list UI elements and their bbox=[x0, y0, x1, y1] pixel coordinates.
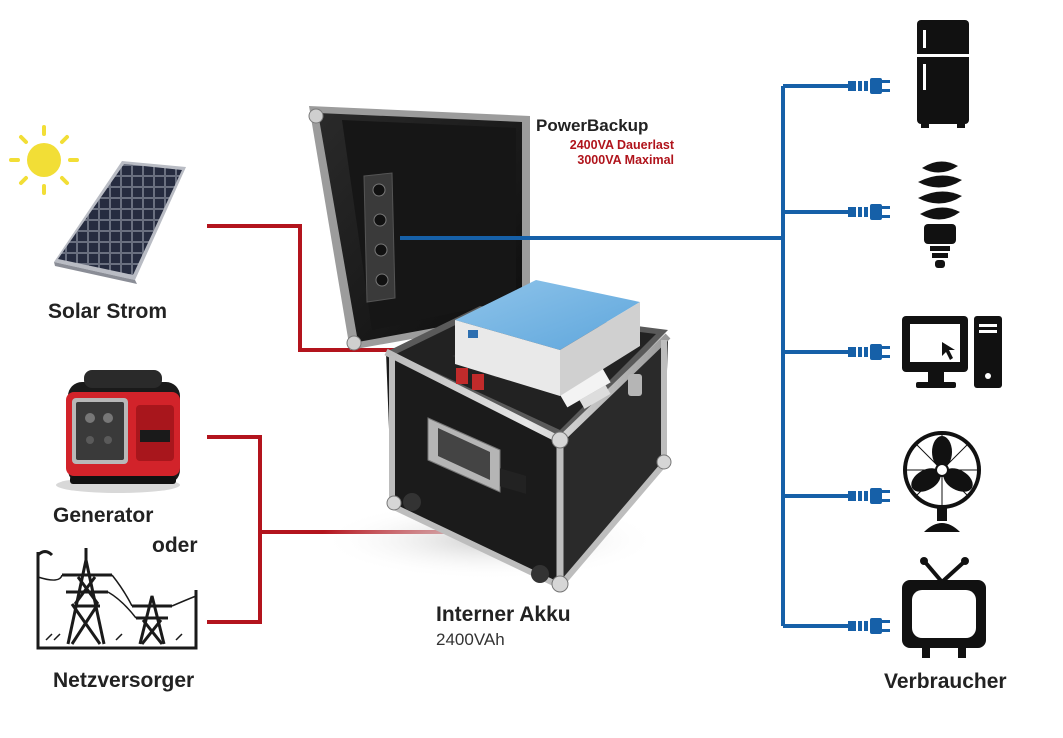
power-grid-icon bbox=[36, 548, 198, 650]
plug-icon bbox=[848, 618, 890, 634]
plug-icons bbox=[848, 78, 890, 634]
generator-icon bbox=[56, 370, 180, 493]
sun-icon bbox=[9, 125, 79, 195]
outlet-strip bbox=[363, 172, 396, 303]
battery-title: Interner Akku bbox=[436, 603, 571, 626]
computer-icon bbox=[902, 316, 1002, 388]
tv-icon bbox=[902, 557, 986, 658]
output-lines bbox=[400, 84, 848, 628]
fan-icon bbox=[903, 431, 981, 532]
solar-label: Solar Strom bbox=[48, 300, 168, 323]
device-title: PowerBackup bbox=[536, 116, 649, 135]
generator-input-line bbox=[207, 435, 262, 624]
plug-icon bbox=[848, 204, 890, 220]
or-label: oder bbox=[152, 534, 198, 557]
plug-icon bbox=[848, 344, 890, 360]
battery-capacity: 2400VAh bbox=[436, 630, 505, 649]
grid-label: Netzversorger bbox=[53, 669, 195, 692]
inverter-unit bbox=[455, 280, 640, 494]
solar-panel-icon bbox=[54, 161, 186, 284]
device-spec-peak: 3000VA Maximal bbox=[577, 153, 674, 167]
generator-label: Generator bbox=[53, 504, 154, 527]
consumers-label: Verbraucher bbox=[884, 670, 1007, 693]
flight-case-image bbox=[308, 106, 672, 593]
fridge-icon bbox=[917, 20, 969, 128]
device-spec-continuous: 2400VA Dauerlast bbox=[569, 138, 674, 152]
bulb-icon bbox=[918, 161, 962, 268]
plug-icon bbox=[848, 488, 890, 504]
plug-icon bbox=[848, 78, 890, 94]
